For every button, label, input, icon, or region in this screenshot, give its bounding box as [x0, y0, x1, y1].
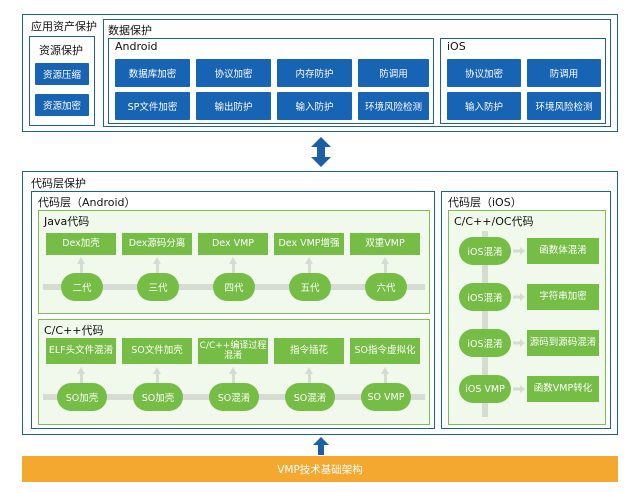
cpp-stage: SO加壳 — [133, 383, 183, 411]
resource-protection-title: 资源保护 — [39, 44, 83, 57]
ios-stage: iOS混淆 — [459, 237, 511, 265]
data-android-item: 环境风险检测 — [358, 92, 429, 120]
code-protection-panel: 代码层保护 代码层（Android） Java代码 Dex加壳 Dex源码分离 … — [22, 171, 618, 435]
data-ios-item: 输入防护 — [447, 92, 521, 120]
cpp-arrow-stem — [156, 374, 159, 388]
data-android-item: 输出防护 — [196, 92, 271, 120]
java-arrow-stem — [156, 264, 159, 278]
java-generation: 三代 — [137, 273, 179, 301]
data-android-item: 数据库加密 — [115, 59, 190, 87]
cpp-stage: SO加壳 — [57, 383, 107, 411]
up-arrow-icon — [381, 367, 389, 374]
cpp-code-panel: C/C++代码 ELF头文件混淆 SO文件加壳 C/C++编译过程混淆 指令插花… — [38, 319, 430, 425]
resource-item: 资源加密 — [35, 94, 89, 116]
data-android-item: 协议加密 — [196, 59, 271, 87]
cpp-stage: SO混淆 — [209, 383, 259, 411]
app-protection-panel: 应用资产保护 资源保护 资源压缩 资源加密 数据保护 Android 数据库加密… — [22, 14, 618, 132]
java-arrow-stem — [80, 264, 83, 278]
java-feature: Dex VMP增强 — [274, 233, 344, 255]
right-arrow-icon — [513, 247, 525, 255]
java-code-title: Java代码 — [44, 215, 90, 228]
java-code-panel: Java代码 Dex加壳 Dex源码分离 Dex VMP Dex VMP增强 双… — [38, 210, 430, 314]
ios-feature: 字符串加密 — [527, 284, 599, 310]
cpp-arrow-stem — [384, 374, 387, 388]
ios-feature: 函数体混淆 — [527, 238, 599, 264]
data-android-item: 防调用 — [358, 59, 429, 87]
cpp-feature: SO指令虚拟化 — [350, 338, 420, 364]
up-arrow-icon — [305, 257, 313, 264]
app-protection-title: 应用资产保护 — [31, 20, 97, 33]
data-android-item: 内存防护 — [277, 59, 352, 87]
vmp-foundation-bar: VMP技术基础架构 — [22, 456, 618, 482]
ios-code-title: C/C++/OC代码 — [454, 215, 534, 228]
cpp-arrow-stem — [80, 374, 83, 388]
code-protection-title: 代码层保护 — [31, 177, 86, 190]
up-arrow-icon — [153, 367, 161, 374]
data-android-item: SP文件加密 — [115, 92, 190, 120]
cpp-arrow-stem — [308, 374, 311, 388]
right-arrow-icon — [513, 339, 525, 347]
code-ios-panel: 代码层（iOS） C/C++/OC代码 iOS混淆 iOS混淆 iOS混淆 iO… — [441, 191, 611, 429]
ios-stage: iOS混淆 — [459, 329, 511, 357]
data-protection-panel: 数据保护 Android 数据库加密 协议加密 内存防护 防调用 SP文件加密 … — [103, 19, 611, 127]
cpp-code-title: C/C++代码 — [44, 324, 104, 337]
up-arrow-icon — [77, 257, 85, 264]
java-arrow-stem — [232, 264, 235, 278]
code-android-panel: 代码层（Android） Java代码 Dex加壳 Dex源码分离 Dex VM… — [31, 191, 435, 429]
up-arrow-icon — [77, 367, 85, 374]
right-arrow-icon — [513, 385, 525, 393]
data-android-title: Android — [115, 40, 158, 53]
cpp-arrow-stem — [232, 374, 235, 388]
cpp-feature: SO文件加壳 — [122, 338, 192, 364]
data-ios-item: 防调用 — [527, 59, 601, 87]
ios-timeline-bar — [482, 231, 488, 417]
data-protection-title: 数据保护 — [108, 24, 152, 37]
ios-stage: iOS VMP — [459, 375, 511, 403]
ios-feature: 源码到源码混淆 — [527, 330, 599, 356]
java-generation: 六代 — [365, 273, 407, 301]
up-arrow-icon — [313, 437, 329, 455]
java-generation: 二代 — [61, 273, 103, 301]
code-ios-title: 代码层（iOS） — [448, 196, 522, 209]
up-arrow-icon — [229, 367, 237, 374]
data-ios-item: 环境风险检测 — [527, 92, 601, 120]
cpp-stage: SO混淆 — [285, 383, 335, 411]
up-arrow-icon — [153, 257, 161, 264]
ios-code-panel: C/C++/OC代码 iOS混淆 iOS混淆 iOS混淆 iOS VMP 函数体… — [448, 210, 606, 425]
ios-feature: 函数VMP转化 — [527, 376, 599, 402]
cpp-feature: C/C++编译过程混淆 — [198, 338, 268, 364]
java-generation: 四代 — [213, 273, 255, 301]
data-ios-title: iOS — [447, 40, 466, 53]
up-arrow-icon — [381, 257, 389, 264]
resource-item: 资源压缩 — [35, 63, 89, 85]
code-android-title: 代码层（Android） — [38, 196, 136, 209]
cpp-stage: SO VMP — [361, 383, 411, 411]
up-arrow-icon — [305, 367, 313, 374]
java-feature: Dex源码分离 — [122, 233, 192, 255]
data-android-panel: Android 数据库加密 协议加密 内存防护 防调用 SP文件加密 输出防护 … — [108, 38, 434, 124]
data-ios-item: 协议加密 — [447, 59, 521, 87]
java-arrow-stem — [384, 264, 387, 278]
java-feature: 双重VMP — [350, 233, 420, 255]
java-feature: Dex加壳 — [46, 233, 116, 255]
data-android-item: 输入防护 — [277, 92, 352, 120]
cpp-feature: ELF头文件混淆 — [46, 338, 116, 364]
up-arrow-icon — [229, 257, 237, 264]
java-feature: Dex VMP — [198, 233, 268, 255]
cpp-feature: 指令插花 — [274, 338, 344, 364]
ios-stage: iOS混淆 — [459, 283, 511, 311]
resource-protection-panel: 资源保护 资源压缩 资源加密 — [29, 36, 95, 126]
java-arrow-stem — [308, 264, 311, 278]
data-ios-panel: iOS 协议加密 防调用 输入防护 环境风险检测 — [440, 38, 606, 124]
right-arrow-icon — [513, 293, 525, 301]
double-arrow-icon — [311, 137, 331, 167]
java-generation: 五代 — [289, 273, 331, 301]
